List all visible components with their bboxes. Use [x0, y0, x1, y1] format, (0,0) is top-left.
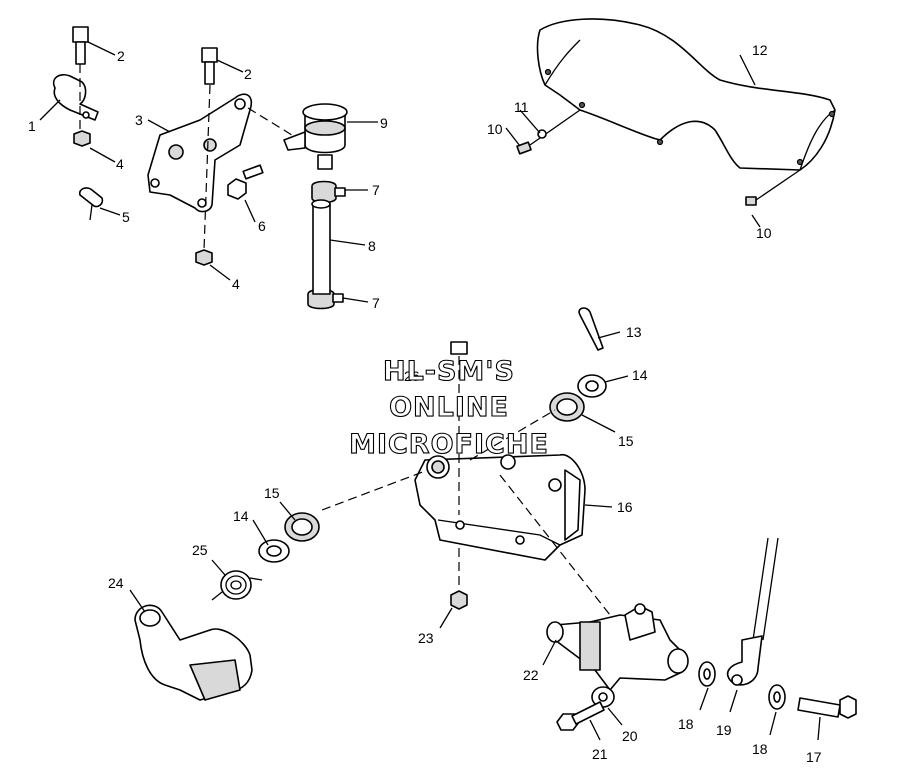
callout-9: 9: [380, 115, 388, 131]
axis-line: [321, 469, 429, 511]
callout-4: 4: [232, 276, 240, 292]
leader-lines: [39, 41, 821, 741]
callout-1: 1: [28, 118, 36, 134]
callout-11: 11: [514, 99, 529, 115]
part-17-bolt: [797, 695, 857, 719]
callout-18: 18: [752, 741, 768, 757]
part-19-clevis: [726, 537, 779, 686]
callout-6: 6: [258, 218, 266, 234]
part-8-hose: [311, 199, 331, 295]
part-12-cover: [516, 18, 836, 206]
part-24-pedal: [134, 604, 253, 701]
callout-13: 13: [626, 324, 642, 340]
part-9-reservoir: [283, 103, 348, 170]
callout-26: 26: [404, 368, 420, 384]
part-18-washer: [698, 661, 786, 710]
callout-16: 16: [617, 499, 633, 515]
watermark-line-3: MICROFICHE: [349, 429, 549, 460]
watermark-line-1: HL-SM'S: [383, 356, 515, 387]
callout-24: 24: [108, 575, 124, 591]
callout-10: 10: [487, 121, 503, 137]
part-15-bushing: [284, 392, 585, 542]
callout-19: 19: [716, 722, 732, 738]
watermark: HL-SM'S ONLINE MICROFICHE: [349, 355, 549, 460]
callout-25: 25: [192, 542, 208, 558]
callout-14: 14: [233, 508, 249, 524]
part-1-clamp: [52, 73, 99, 121]
axis-line: [499, 474, 611, 616]
callout-22: 22: [523, 667, 539, 683]
callout-2: 2: [117, 48, 125, 64]
part-21-bolt: [556, 701, 605, 731]
part-3-bracket: [147, 84, 301, 251]
callout-4: 4: [116, 156, 124, 172]
callout-7: 7: [372, 182, 380, 198]
callout-labels: 1 2 2 3 4 4 5 6 7 7 8 9 10 10 11 12 13 1…: [28, 42, 822, 765]
part-22-master-cylinder: [546, 603, 689, 691]
callout-23: 23: [418, 630, 434, 646]
callout-20: 20: [622, 728, 638, 744]
callout-7: 7: [372, 295, 380, 311]
part-16-bracket: [414, 454, 586, 561]
callout-18: 18: [678, 716, 694, 732]
callout-2: 2: [244, 66, 252, 82]
axis-line: [469, 409, 556, 461]
callout-14: 14: [632, 367, 648, 383]
part-23-nut: [450, 548, 468, 610]
callout-5: 5: [122, 209, 130, 225]
part-5-clip: [78, 187, 104, 221]
callout-10: 10: [756, 225, 772, 241]
callout-8: 8: [368, 238, 376, 254]
callout-15: 15: [618, 433, 634, 449]
part-25-spring: [211, 570, 263, 601]
callout-3: 3: [135, 112, 143, 128]
callout-21: 21: [592, 746, 608, 762]
part-4-nut: [73, 130, 213, 266]
part-6-bolt: [227, 164, 264, 200]
part-26-bolt: [450, 341, 468, 515]
callout-15: 15: [264, 485, 280, 501]
callout-17: 17: [806, 749, 822, 765]
part-14-washer: [258, 374, 607, 563]
callout-12: 12: [752, 42, 768, 58]
watermark-line-2: ONLINE: [389, 392, 509, 423]
part-2-bolt: [72, 26, 218, 130]
part-13-pin: [578, 307, 604, 351]
